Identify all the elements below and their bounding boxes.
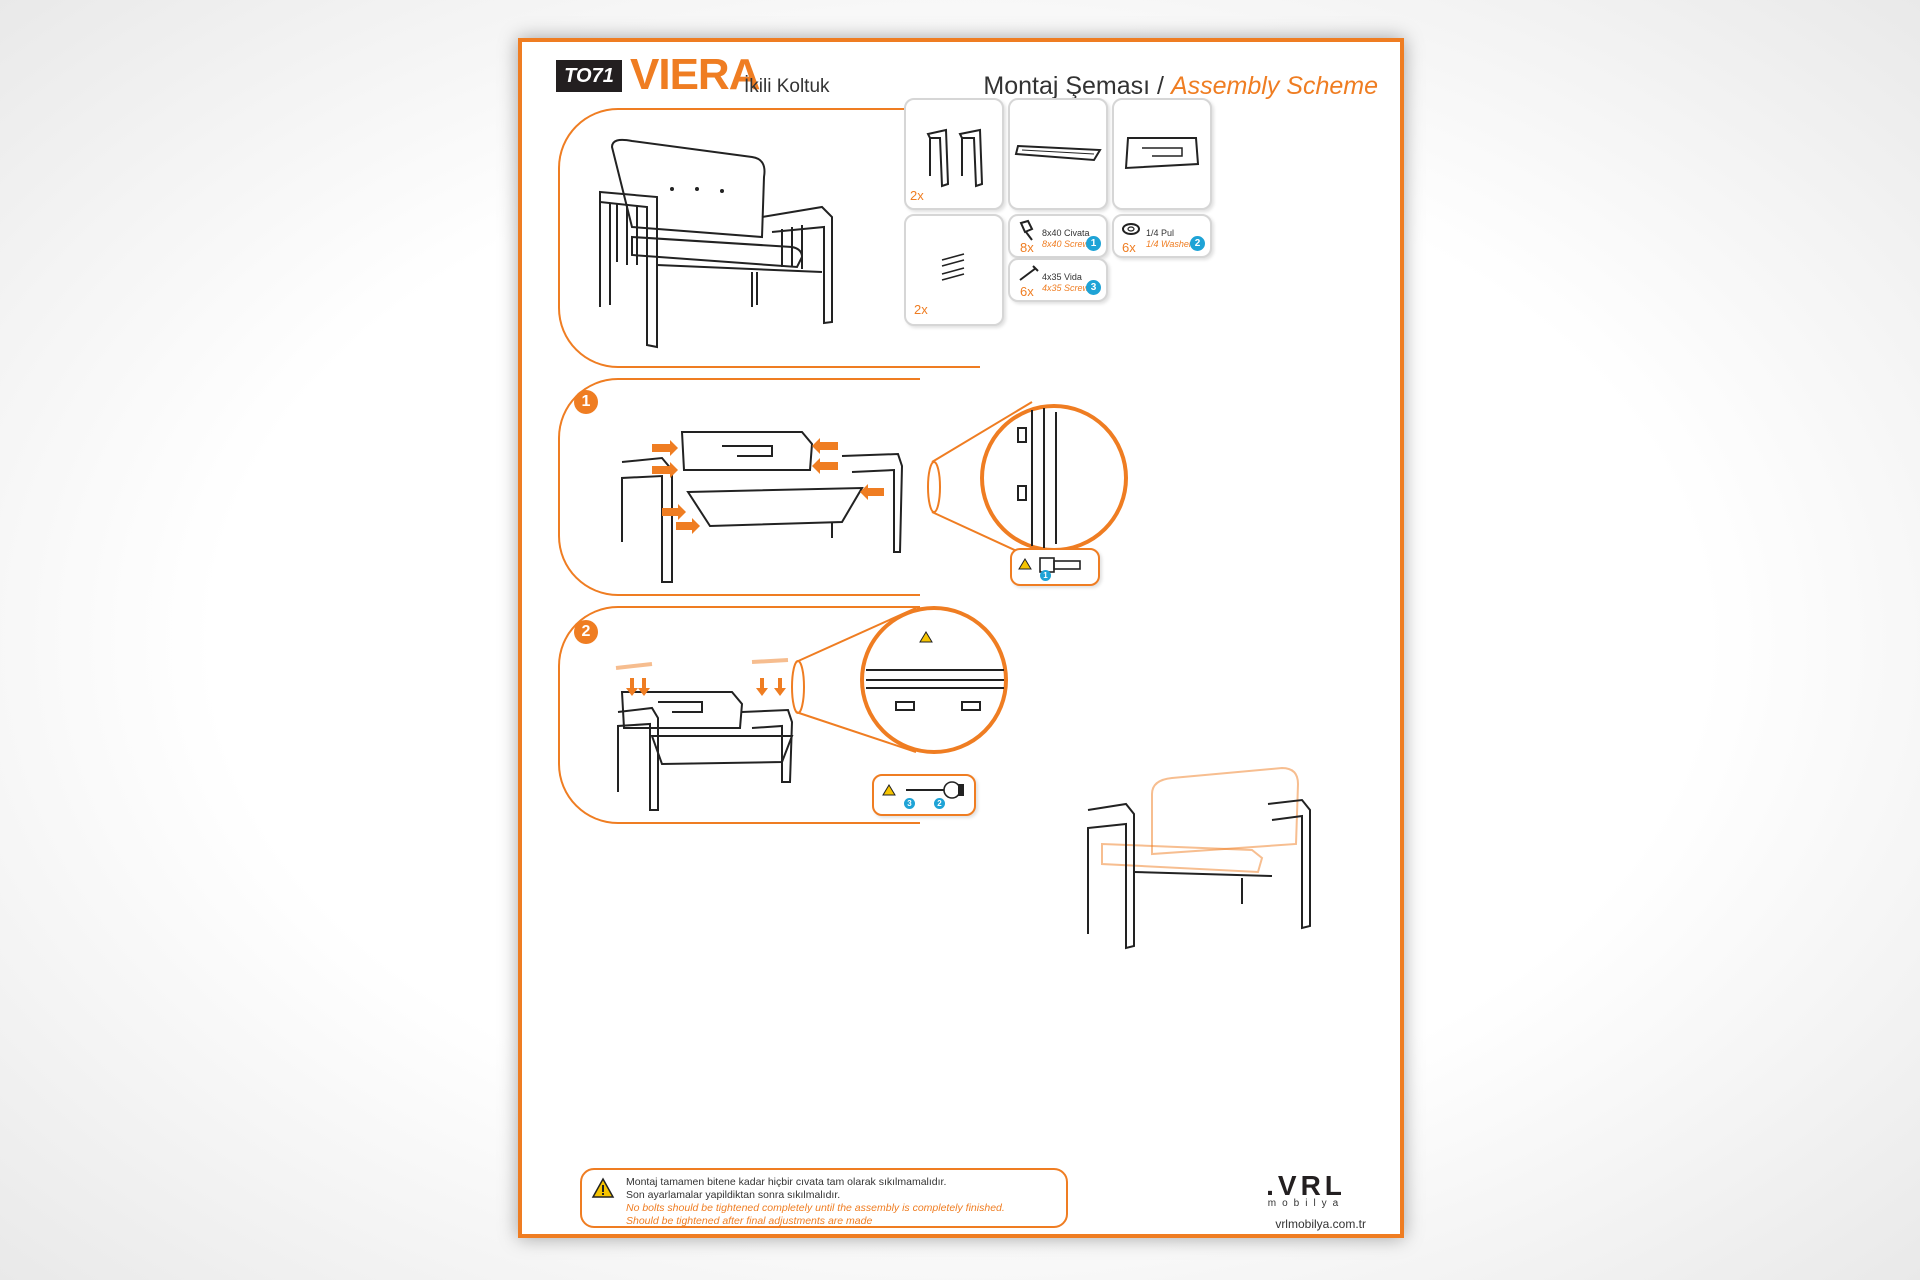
step-2-screw-callout: 3 2 (872, 774, 976, 816)
scheme-title: Montaj Şeması / Assembly Scheme (983, 72, 1378, 101)
hw-bolt-qty: 8x (1020, 240, 1034, 255)
hw-washer-label-tr: 1/4 Pul (1146, 228, 1175, 238)
washer-icon (1122, 223, 1140, 235)
brand-logo-text: .VRL (1266, 1170, 1346, 1201)
scheme-title-tr: Montaj Şeması / (983, 72, 1165, 100)
brand-logo-sub: mobilya (1267, 1198, 1345, 1209)
scheme-title-en: Assembly Scheme (1170, 72, 1378, 100)
warning-note: Montaj tamamen bitene kadar hiçbir cıvat… (580, 1168, 1068, 1228)
product-code: TO71 (556, 60, 622, 92)
step-2-drawing (615, 658, 794, 811)
brand-url: vrlmobilya.com.tr (1275, 1217, 1366, 1231)
hw-screw-label-tr: 4x35 Vida (1042, 272, 1082, 282)
hw-washer-number: 2 (1190, 236, 1205, 251)
hw-screw-number: 3 (1086, 280, 1101, 295)
warning-icon (591, 1177, 615, 1198)
overview-frame (558, 108, 980, 368)
part-armrests: 2x (904, 214, 1004, 326)
warning-icon (1018, 558, 1032, 570)
step-1-bolt-callout: 1 (1010, 548, 1100, 586)
note-line1-en: No bolts should be tightened completely … (626, 1202, 1005, 1214)
step-2-frame (558, 606, 920, 824)
hw-bolt-number: 1 (1086, 236, 1101, 251)
step-1-bolt-number: 1 (1040, 570, 1051, 581)
warning-note-text: Montaj tamamen bitene kadar hiçbir cıvat… (626, 1176, 1005, 1228)
step-2-screw-number: 3 (904, 798, 915, 809)
part-seat-frame (1008, 98, 1108, 210)
product-type: İkili Koltuk (744, 76, 830, 97)
assembly-sheet: TO71 VIERA İkili Koltuk Montaj Şeması / … (518, 38, 1404, 1238)
step-1-frame (558, 378, 920, 596)
armrest-icon (941, 253, 965, 281)
hw-washer-qty: 6x (1122, 240, 1136, 255)
screw-washer-icon (906, 781, 964, 799)
screw-icon (1019, 265, 1039, 281)
hw-bolt: 8x 8x40 Civata 8x40 Screw 1 (1008, 214, 1108, 258)
step-1-drawing (621, 431, 904, 583)
note-line1-tr: Montaj tamamen bitene kadar hiçbir cıvat… (626, 1176, 947, 1188)
step-1-zoom (927, 401, 1128, 559)
side-frames-qty: 2x (910, 188, 924, 203)
seat-frame-icon (1014, 144, 1102, 162)
hw-screw-label-en: 4x35 Screw (1042, 283, 1090, 293)
bolt-icon (1019, 219, 1034, 241)
hw-screw: 6x 4x35 Vida 4x35 Screw 3 (1008, 258, 1108, 302)
step-2-number: 2 (574, 620, 598, 644)
step-2-washer-number: 2 (934, 798, 945, 809)
note-line2-tr: Son ayarlamalar yapildiktan sonra sıkılm… (626, 1189, 841, 1201)
step-2-zoom (791, 606, 1008, 754)
hw-washer-label: 1/4 Pul 1/4 Washer (1146, 228, 1192, 250)
hw-washer: 6x 1/4 Pul 1/4 Washer 2 (1112, 214, 1212, 258)
part-side-frames: 2x (904, 98, 1004, 210)
sofa-overview-drawing (599, 138, 833, 349)
armrests-qty: 2x (914, 302, 928, 317)
hw-screw-qty: 6x (1020, 284, 1034, 299)
hw-bolt-label-en: 8x40 Screw (1042, 239, 1090, 249)
sofa-finished-drawing (1087, 766, 1311, 950)
step-1-number: 1 (574, 390, 598, 414)
brand-logo: .VRL mobilya (1246, 1170, 1366, 1209)
hw-screw-label: 4x35 Vida 4x35 Screw (1042, 272, 1089, 294)
hw-bolt-label-tr: 8x40 Civata (1042, 228, 1090, 238)
hw-bolt-label: 8x40 Civata 8x40 Screw (1042, 228, 1090, 250)
side-frame-icon (926, 128, 984, 188)
note-line2-en: Should be tightened after final adjustme… (626, 1215, 873, 1227)
warning-icon (882, 784, 896, 796)
part-back-frame (1112, 98, 1212, 210)
product-name: VIERA (630, 50, 760, 99)
hw-washer-label-en: 1/4 Washer (1146, 239, 1192, 249)
back-frame-icon (1124, 137, 1200, 170)
